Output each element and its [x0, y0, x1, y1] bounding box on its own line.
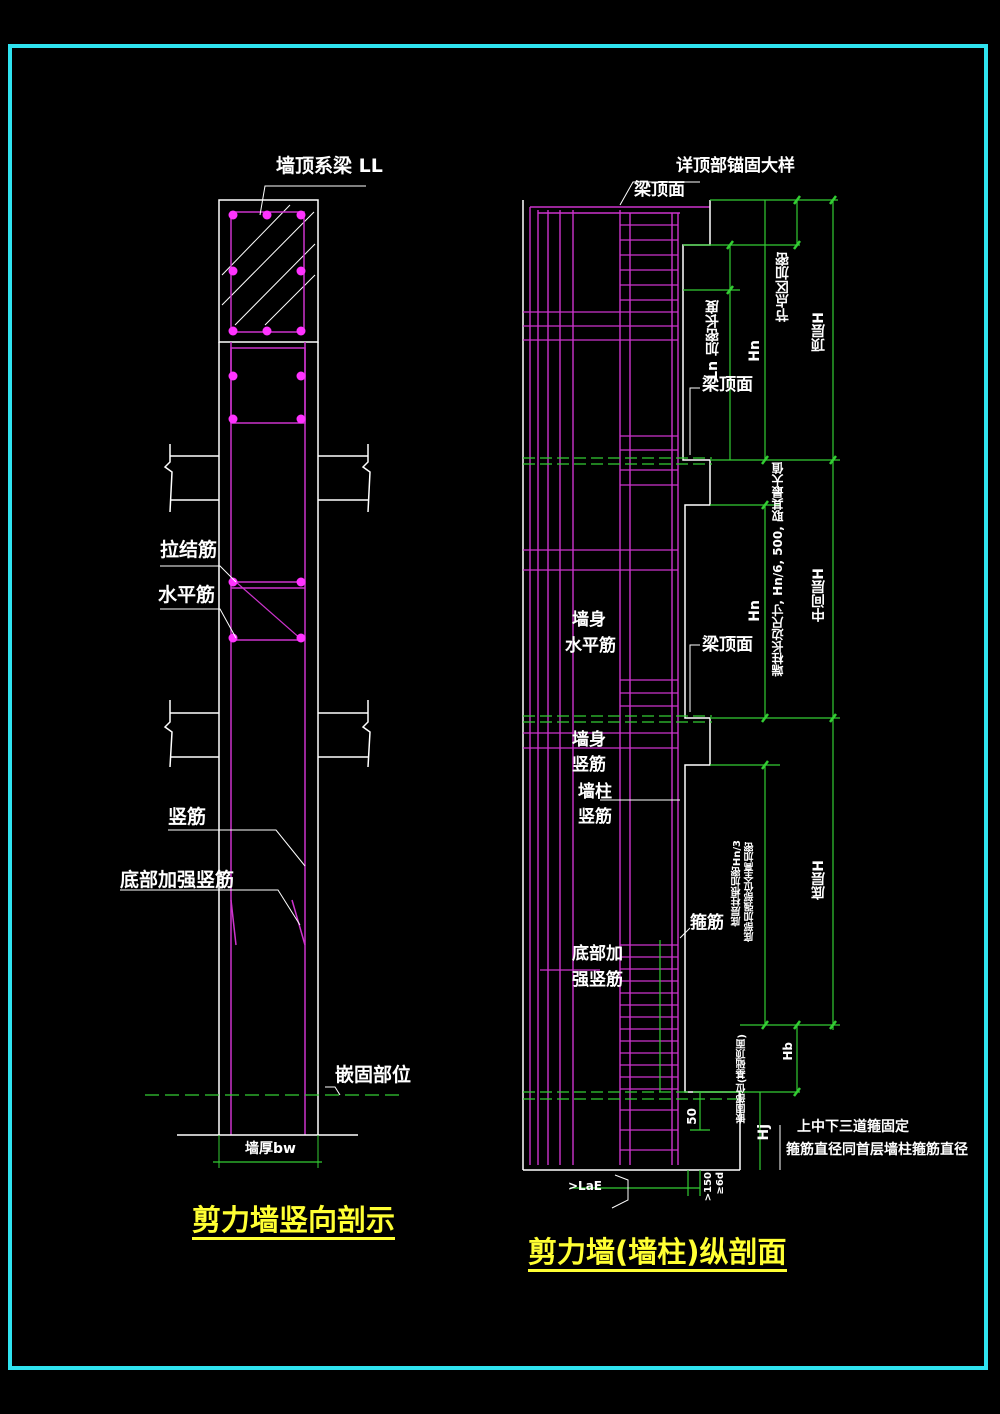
top-beam-outline	[218, 199, 319, 343]
label-150: >150	[703, 1172, 714, 1202]
label-lae: >LaE	[568, 1179, 602, 1193]
label-hn-mid: Hn	[747, 600, 763, 622]
label-wall-vertical-1: 墙身	[572, 730, 606, 750]
label-bottom-reinforced: 底部加强竖筋	[120, 869, 235, 891]
label-ln-dense: Ln 加密长度	[705, 300, 721, 380]
label-stirrup-diameter: 箍筋直径同首层墙柱箍筋直径	[786, 1142, 968, 1158]
left-diagram-title: 剪力墙竖向剖示	[192, 1204, 396, 1240]
label-column-vertical-1: 墙柱	[578, 782, 612, 802]
label-anchor-detail: 详顶部锚固大样	[676, 156, 795, 176]
dimension-lines	[570, 199, 840, 1196]
label-bottom-vertical-2: 强竖筋	[572, 970, 623, 990]
label-hn-top: Hn	[747, 340, 763, 362]
beam-stirrup	[230, 211, 305, 333]
upper-stirrup	[230, 347, 306, 424]
label-wall-horizontal-1: 墙身	[572, 610, 606, 630]
label-middle-floor-h: 中间层H	[811, 568, 827, 622]
label-6d: ≥6d	[715, 1172, 726, 1195]
floor-slab-1	[163, 444, 371, 513]
label-bottom-dense: 底层柱根加密Hn/3	[732, 840, 743, 927]
right-diagram-title: 剪力墙(墙柱)纵剖面	[528, 1236, 787, 1272]
floor-slab-2	[163, 700, 371, 768]
beam-hatch	[221, 204, 316, 326]
stirrups-top	[523, 224, 678, 749]
label-tie-bar: 拉结筋	[160, 539, 218, 561]
label-beam-top-1: 梁顶面	[634, 180, 685, 200]
label-beam-top-3: 梁顶面	[702, 635, 753, 655]
label-column-vertical-2: 竖筋	[578, 807, 612, 827]
label-three-stirrups: 上中下三道箍固定	[797, 1119, 909, 1135]
stirrups-bottom	[540, 944, 678, 1151]
drawing-border	[8, 44, 988, 1370]
label-hb: Hb	[781, 1042, 795, 1061]
label-embedded: 嵌固部位	[335, 1064, 412, 1086]
label-middle-rule: 端柱长边尺寸, Hn/6, 500, 取其最大值	[771, 462, 785, 677]
label-embed-top: 嵌固部位(基础顶面)	[737, 1034, 748, 1124]
label-node-dense: 节点区加密	[775, 252, 791, 322]
label-wall-thickness: 墙厚bw	[245, 1141, 296, 1157]
label-vertical-bar: 竖筋	[168, 806, 207, 828]
label-top-beam: 墙顶系梁 LL	[276, 155, 383, 177]
label-top-floor-h: 顶层H	[811, 312, 827, 352]
label-stirrup: 箍筋	[690, 913, 724, 933]
label-wall-vertical-2: 竖筋	[572, 755, 606, 775]
label-50: 50	[685, 1108, 699, 1125]
label-hj: Hj	[756, 1124, 772, 1141]
right-column-section	[522, 181, 840, 1209]
label-bottom-dense-2: 底部加强部位全高加密	[745, 842, 756, 942]
left-wall-section	[120, 185, 400, 1168]
label-wall-horizontal-2: 水平筋	[565, 636, 616, 656]
label-bottom-floor-h: 底层H	[811, 860, 827, 900]
label-beam-top-2: 梁顶面	[702, 375, 753, 395]
label-horizontal-bar: 水平筋	[158, 584, 216, 606]
rebar-dots	[228, 210, 306, 643]
label-bottom-vertical-1: 底部加	[572, 944, 623, 964]
